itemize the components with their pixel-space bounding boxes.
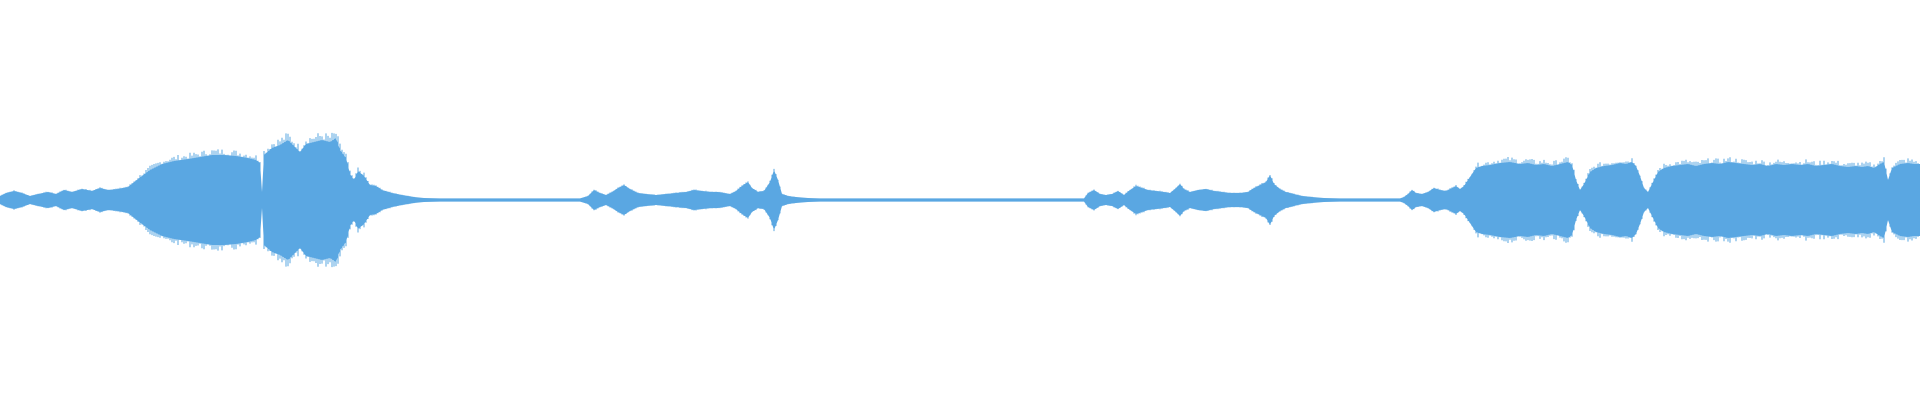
waveform-detail [0,132,1919,268]
waveform-envelope [0,138,1920,262]
